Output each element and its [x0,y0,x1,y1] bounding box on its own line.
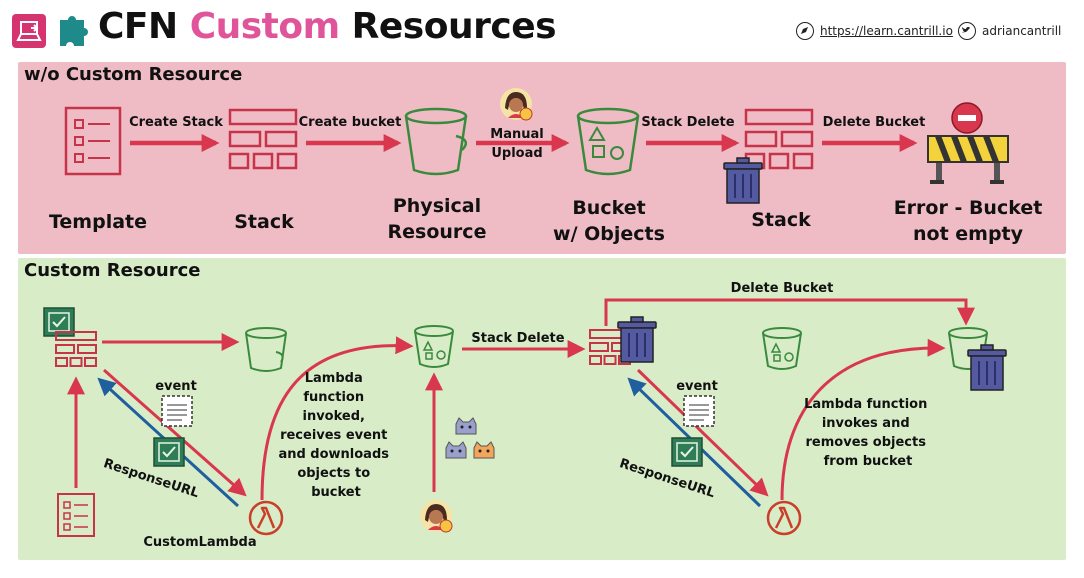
label-event-1: event [155,379,197,394]
lambda-desc-2-line-2: invokes and [822,416,910,431]
stack-icon-top-2 [744,108,814,170]
aws-logo-icon [12,14,46,48]
arrow-lambda-to-bucket-right [780,338,946,501]
physical-label-1: Physical [393,195,481,217]
stack-label-top-2: Stack [751,209,811,231]
label-custom-lambda: CustomLambda [143,535,256,550]
label-create-stack: Create Stack [129,115,223,130]
panel-title-bottom: Custom Resource [24,260,201,281]
twitter-handle[interactable]: adriancantrill [982,24,1062,38]
page-title: CFN Custom Resources [98,6,557,47]
bucket-label-1: Bucket [572,197,645,219]
title-part-3: Resources [351,6,557,47]
physical-label-2: Resource [388,221,487,243]
no-entry-icon [951,102,983,134]
trash-icon-top [723,157,763,204]
label-stack-delete-top: Stack Delete [641,115,734,130]
trash-icon-bottom-2 [967,344,1007,391]
label-create-bucket: Create bucket [299,115,402,130]
bucket-label-2: w/ Objects [553,223,665,245]
lambda-desc-1-line-1: Lambda [305,371,363,386]
label-event-2: event [676,379,718,394]
event-doc-icon-1 [161,395,193,427]
arrow-delete-bucket-bottom [604,298,975,326]
lambda-desc-1-line-5: and downloads [278,447,389,462]
roadblock-icon [927,134,1009,184]
lambda-desc-2: Lambda function invokes and removes obje… [804,397,932,469]
bucket-icon-bottom-3 [762,327,802,370]
lambda-desc-2-line-4: from bucket [824,454,913,469]
cat-icon-3 [473,441,495,459]
arrow-lambda-to-bucket [260,336,414,501]
twitter-link[interactable]: adriancantrill [958,22,1061,40]
lambda-desc-1-line-4: receives event [280,428,387,443]
person-icon-top [499,87,533,121]
label-manual: Manual [490,127,543,142]
arrow-stack-to-lambda [103,368,247,497]
stack-icon-top [228,108,298,170]
compass-icon [796,22,814,40]
title-part-1: CFN [98,6,178,47]
lambda-desc-1-line-3: invoked, [302,409,364,424]
lambda-desc-1-line-6: objects to [297,466,370,481]
puzzle-icon [56,12,90,54]
physical-resource-bucket-icon [404,107,468,176]
error-label-2: not empty [913,223,1024,245]
person-icon-bottom [419,499,453,533]
bucket-handle [455,134,468,151]
event-doc-icon-2 [683,395,715,427]
bucket-with-objects-icon [576,107,640,176]
cat-icon-1 [455,417,477,435]
title-part-2: Custom [189,6,340,47]
lambda-icon-left [248,500,284,536]
panel-title-top: w/o Custom Resource [24,64,243,85]
lambda-desc-1-line-7: bucket [311,485,361,500]
template-label: Template [49,211,147,233]
stack-label-top: Stack [234,211,294,233]
template-icon [64,106,122,176]
header: CFN Custom Resources https://learn.cantr… [0,0,1084,60]
lambda-desc-1-line-2: function [303,390,364,405]
label-delete-bucket-top: Delete Bucket [823,115,926,130]
check-icon-response-1 [153,437,185,467]
arrow-stack-to-lambda-right [636,368,769,497]
cat-icon-2 [445,441,467,459]
error-label-1: Error - Bucket [894,197,1043,219]
site-link[interactable]: https://learn.cantrill.io [796,22,953,40]
bucket-icon-bottom-1 [245,327,287,372]
label-upload: Upload [491,146,542,161]
check-icon-response-2 [671,437,703,467]
stack-icon-bottom-left [55,331,97,367]
label-response-url-1: ResponseURL [101,456,200,501]
label-stack-delete-bottom: Stack Delete [471,331,564,346]
trash-icon-bottom-1 [617,316,657,363]
label-delete-bucket-bottom: Delete Bucket [731,281,834,296]
site-link-text[interactable]: https://learn.cantrill.io [820,24,953,38]
bucket-icon-bottom-2 [414,325,454,368]
twitter-icon [958,22,976,40]
lambda-desc-2-line-1: Lambda function [804,397,927,412]
lambda-desc-1: Lambda function invoked, receives event … [278,371,393,500]
template-icon-bottom [57,493,95,537]
panel-without-custom-resource: w/o Custom Resource [18,62,1066,254]
lambda-desc-2-line-3: removes objects [806,435,927,450]
lambda-icon-right [766,500,802,536]
